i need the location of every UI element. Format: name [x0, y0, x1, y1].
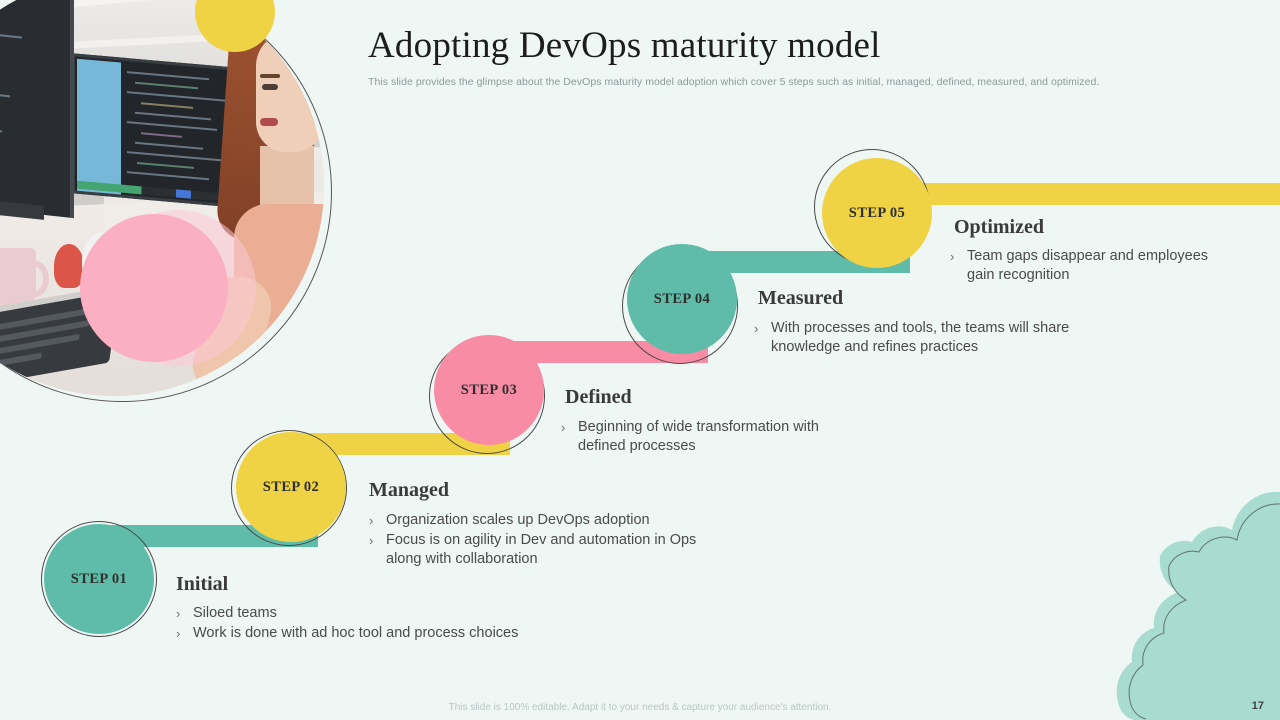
step-circle-01: STEP 01 [44, 524, 154, 634]
step-badge-02: STEP 02 [262, 478, 320, 495]
chevron-right-icon: › [176, 626, 181, 641]
step-badge-03: STEP 03 [460, 381, 518, 398]
step-circle-04: STEP 04 [627, 244, 737, 354]
step-badge-05: STEP 05 [848, 204, 906, 221]
bullet-text: With processes and tools, the teams will… [771, 320, 1070, 355]
chevron-right-icon: › [561, 420, 566, 435]
page-title: Adopting DevOps maturity model [368, 25, 881, 66]
ring-step-02 [231, 430, 347, 546]
step-bullets-03: › Beginning of wide transformation with … [561, 418, 819, 457]
step-heading-05: Optimized [954, 216, 1044, 238]
connector-bar-step-05 [860, 183, 1280, 205]
bullet-text: Team gaps disappear and employees gain r… [967, 248, 1209, 283]
list-item: › With processes and tools, the teams wi… [754, 319, 1069, 357]
step-bullets-04: › With processes and tools, the teams wi… [754, 319, 1069, 358]
bullet-text: Siloed teams [193, 605, 277, 621]
list-item: › Siloed teams [176, 604, 518, 623]
ring-step-01 [41, 521, 157, 637]
step-heading-02: Managed [369, 479, 449, 501]
footer-note: This slide is 100% editable. Adapt it to… [448, 702, 832, 713]
list-item: › Organization scales up DevOps adoption [369, 511, 696, 530]
decor-circle-pink [80, 214, 228, 362]
step-heading-03: Defined [565, 386, 632, 408]
step-bullets-01: › Siloed teams › Work is done with ad ho… [176, 604, 518, 644]
chevron-right-icon: › [754, 321, 759, 336]
list-item: › Beginning of wide transformation with … [561, 418, 819, 456]
step-circle-02: STEP 02 [236, 432, 346, 542]
step-badge-01: STEP 01 [70, 570, 128, 587]
chevron-right-icon: › [369, 513, 374, 528]
list-item: › Team gaps disappear and employees gain… [950, 247, 1208, 285]
step-heading-04: Measured [758, 287, 844, 309]
page-number: 17 [1251, 700, 1264, 712]
list-item: › Focus is on agility in Dev and automat… [369, 531, 696, 569]
step-circle-03: STEP 03 [434, 335, 544, 445]
chevron-right-icon: › [369, 533, 374, 548]
chevron-right-icon: › [950, 249, 955, 264]
bullet-text: Organization scales up DevOps adoption [386, 512, 650, 528]
chevron-right-icon: › [176, 606, 181, 621]
hero-image-cluster [0, 0, 360, 402]
list-item: › Work is done with ad hoc tool and proc… [176, 624, 518, 643]
bullet-text: Beginning of wide transformation with de… [578, 419, 819, 454]
step-heading-01: Initial [176, 573, 229, 595]
cloud-decoration [1116, 491, 1280, 720]
bullet-text: Work is done with ad hoc tool and proces… [193, 625, 519, 641]
step-circle-05: STEP 05 [822, 158, 932, 268]
step-bullets-05: › Team gaps disappear and employees gain… [950, 247, 1208, 286]
page-subtitle: This slide provides the glimpse about th… [368, 76, 1100, 88]
step-bullets-02: › Organization scales up DevOps adoption… [369, 511, 696, 570]
step-badge-04: STEP 04 [653, 290, 711, 307]
bullet-text: Focus is on agility in Dev and automatio… [386, 532, 697, 567]
